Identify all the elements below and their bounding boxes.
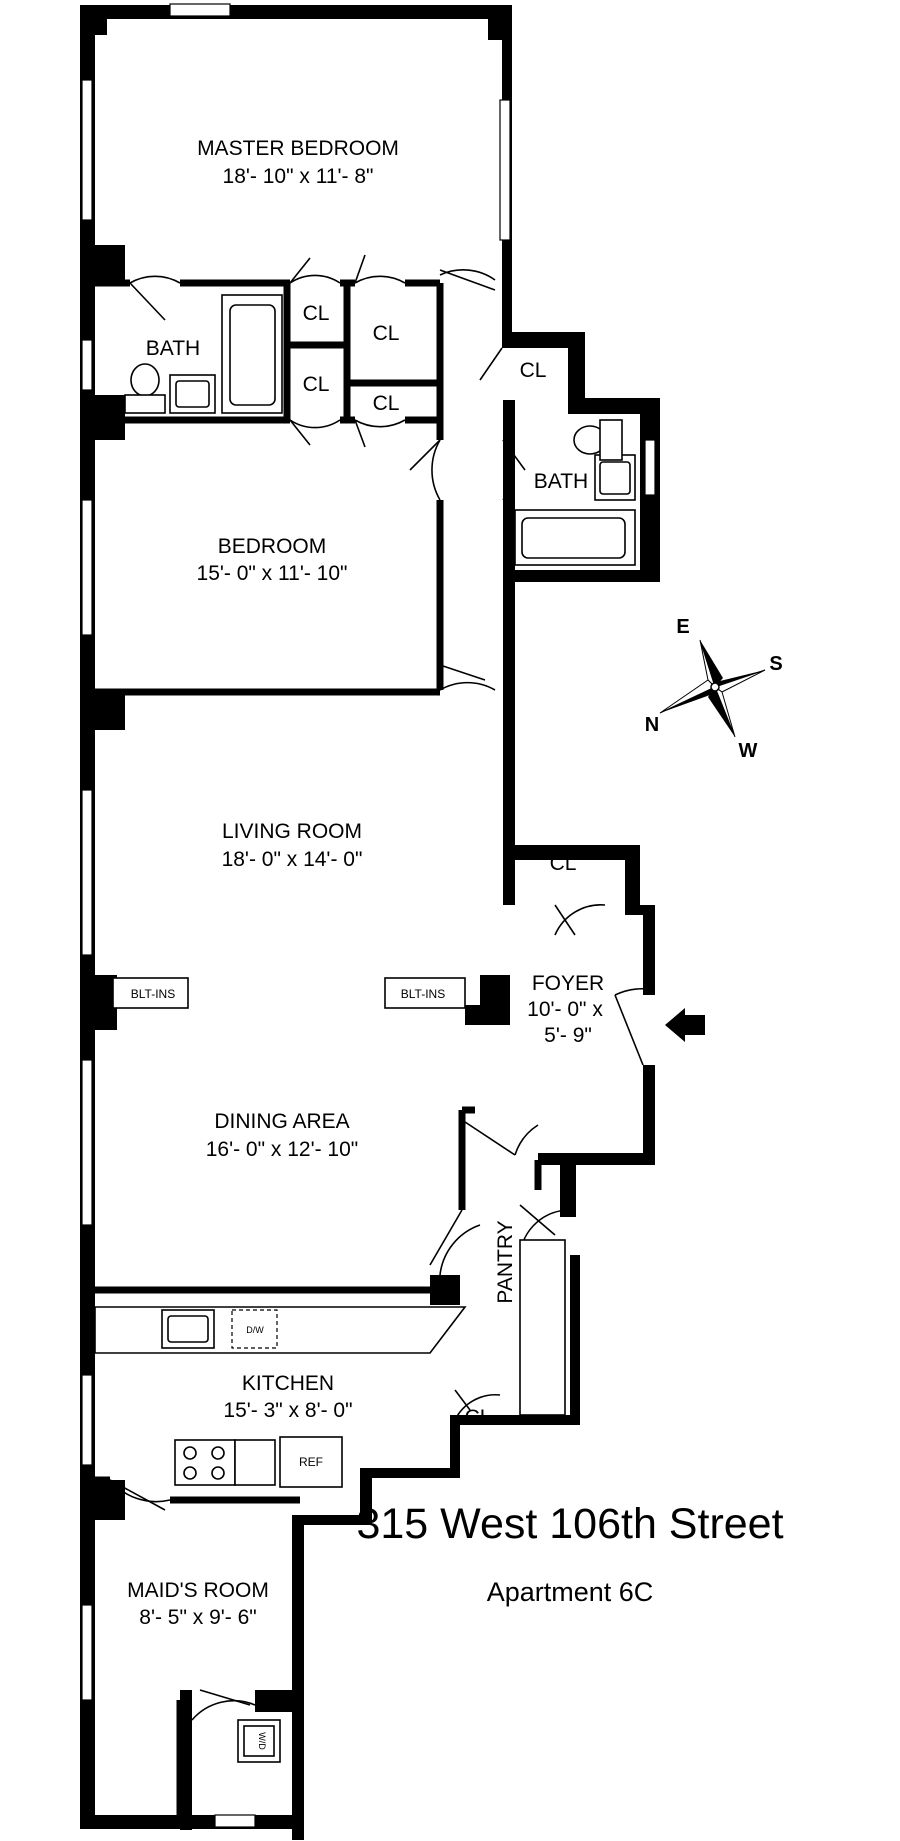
refrigerator	[279, 1436, 343, 1488]
stove	[174, 1439, 236, 1486]
closet-label: CL	[373, 322, 400, 345]
kitchen-counter	[94, 1306, 467, 1354]
maids-room-name: MAID'S ROOM	[127, 1579, 269, 1602]
closet-labels: CL CL CL CL CL CL CL	[303, 302, 577, 1429]
fixtures	[94, 294, 636, 1763]
compass-west: W	[739, 740, 758, 762]
dining-area-name: DINING AREA	[214, 1110, 349, 1133]
bedroom-name: BEDROOM	[218, 535, 327, 558]
windows	[81, 3, 656, 1828]
bedroom-size: 15'- 0" x 11'- 10"	[197, 562, 348, 585]
washer-dryer-label: W/D	[257, 1732, 267, 1750]
compass-north: N	[645, 714, 659, 736]
exterior-walls	[80, 5, 660, 1840]
compass-east: E	[676, 616, 689, 638]
compass-south: S	[769, 653, 782, 675]
interior-walls	[95, 279, 542, 1820]
dishwasher	[231, 1309, 278, 1349]
master-bedroom-size: 18'- 10" x 11'- 8"	[223, 165, 374, 188]
room-labels: MASTER BEDROOM 18'- 10" x 11'- 8" BATH B…	[127, 137, 604, 1629]
listing-address: 315 West 106th Street	[356, 1500, 784, 1548]
foyer-size-line-2: 5'- 9"	[544, 1024, 592, 1047]
closet-label: CL	[303, 302, 330, 325]
pantry-counter	[519, 1239, 566, 1416]
toilet-1	[130, 363, 160, 397]
listing-apartment: Apartment 6C	[486, 1577, 654, 1607]
doors	[109, 254, 656, 1721]
builtins-right-label: BLT-INS	[401, 987, 445, 1001]
foyer-name: FOYER	[532, 972, 604, 995]
builtins-left	[112, 977, 189, 1009]
fixture-labels: BLT-INS BLT-INS D/W REF W/D	[131, 987, 445, 1750]
living-room-name: LIVING ROOM	[222, 820, 362, 843]
closet-label: CL	[520, 359, 547, 382]
maids-room-size: 8'- 5" x 9'- 6"	[139, 1606, 256, 1629]
living-room-size: 18'- 0" x 14'- 0"	[222, 848, 363, 871]
master-bedroom-name: MASTER BEDROOM	[197, 137, 399, 160]
builtins-left-label: BLT-INS	[131, 987, 175, 1001]
closet-label: CL	[465, 1406, 492, 1429]
pantry-name: PANTRY	[494, 1220, 517, 1303]
kitchen-name: KITCHEN	[242, 1372, 334, 1395]
dishwasher-label: D/W	[246, 1325, 264, 1335]
builtins-right	[384, 977, 466, 1009]
closet-label: CL	[550, 852, 577, 875]
bath-1-name: BATH	[146, 337, 200, 360]
kitchen-size: 15'- 3" x 8'- 0"	[223, 1399, 352, 1422]
compass-rose-icon: E S N W	[645, 616, 783, 762]
entry-arrow-icon	[665, 1008, 705, 1042]
closet-label: CL	[373, 392, 400, 415]
refrigerator-label: REF	[299, 1455, 323, 1469]
bath-2-name: BATH	[534, 470, 588, 493]
closet-label: CL	[303, 373, 330, 396]
foyer-size-line-1: 10'- 0" x	[527, 998, 603, 1021]
dining-area-size: 16'- 0" x 12'- 10"	[206, 1138, 359, 1161]
